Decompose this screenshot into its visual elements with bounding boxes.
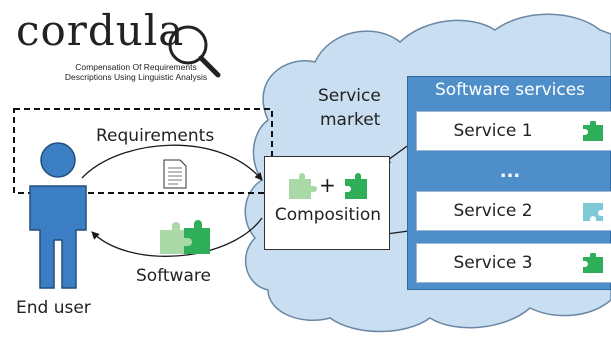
magnifier-icon (168, 25, 221, 78)
end-user-label: End user (16, 298, 91, 318)
plus-sign: + (319, 173, 336, 197)
service-2-box: Service 2 (416, 191, 611, 231)
software-puzzle-icon (160, 220, 210, 254)
service-1-label: Service 1 (453, 121, 533, 141)
service-3-box: Service 3 (416, 243, 611, 283)
service-market-label-line2: market (320, 110, 381, 130)
service-3-label: Service 3 (453, 253, 533, 273)
logo-subtitle-line2: Descriptions Using Linguistic Analysis (64, 72, 208, 82)
logo-wordmark: cordula (16, 6, 185, 55)
dashed-highlight-box (13, 108, 273, 194)
composition-label: Composition (274, 205, 382, 225)
service-market-label-line1: Service (318, 86, 381, 106)
logo-subtitle: Compensation Of Requirements Description… (26, 62, 246, 82)
service-1-box: Service 1 (416, 111, 611, 151)
software-label: Software (136, 266, 211, 286)
puzzle-piece-icon (583, 203, 603, 221)
end-user-figure (29, 142, 87, 289)
software-services-panel: Software services Service 1 ... Service … (407, 76, 611, 290)
puzzle-piece-icon (583, 253, 603, 273)
composition-box: + Composition (264, 156, 390, 250)
document-icon (163, 159, 187, 189)
requirements-label: Requirements (96, 126, 215, 146)
software-services-title: Software services (434, 80, 586, 100)
software-arrow (91, 217, 263, 257)
requirements-arrow (81, 144, 263, 181)
composition-puzzle-icons (289, 173, 367, 199)
service-2-label: Service 2 (453, 201, 533, 221)
logo-subtitle-line1: Compensation Of Requirements (75, 62, 197, 72)
puzzle-piece-icon (583, 121, 603, 141)
services-ellipsis: ... (499, 161, 521, 182)
